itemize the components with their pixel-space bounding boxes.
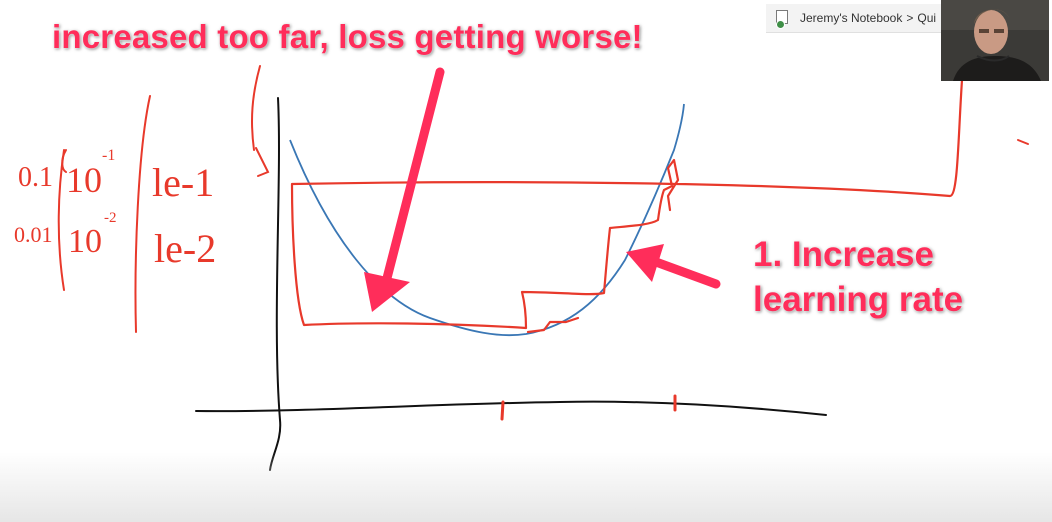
notation-0.01: 0.01 — [14, 222, 53, 247]
lr-search-path — [290, 78, 964, 334]
arrow-to-minimum-head — [364, 272, 410, 312]
notebook-icon — [776, 9, 792, 29]
handwritten-notation: 0.1 0.01 10 -1 10 -2 le-1 le-2 — [14, 147, 216, 271]
bottom-fade — [0, 452, 1052, 522]
x-axis — [195, 400, 827, 416]
presenter-image — [941, 0, 1049, 81]
notation-0.1: 0.1 — [18, 162, 53, 193]
breadcrumb-notebook[interactable]: Jeremy's Notebook — [800, 11, 903, 25]
notation-10-2: 10 — [68, 223, 102, 260]
callout-increase-lr-line2: learning rate — [753, 280, 964, 319]
handwritten-dividers — [57, 65, 1029, 333]
arrow-to-curve — [651, 257, 721, 289]
notation-exp-1: -1 — [102, 147, 115, 164]
onenote-title-bar[interactable]: Jeremy's Notebook > Qui — [766, 4, 942, 33]
breadcrumb: Jeremy's Notebook > Qui — [800, 11, 936, 25]
callout-arrows — [364, 67, 721, 312]
x-tick-1 — [500, 400, 505, 421]
webcam-feed — [941, 0, 1049, 81]
y-axis — [269, 97, 282, 471]
callout-loss-worse: increased too far, loss getting worse! — [52, 18, 643, 55]
notation-1e-2: le-2 — [154, 226, 216, 271]
breadcrumb-section[interactable]: Qui — [917, 11, 937, 25]
callout-increase-lr: 1. Increase learning rate — [753, 232, 963, 322]
axis-ticks — [500, 394, 677, 421]
plot-axes — [195, 97, 827, 471]
notation-1e-1: le-1 — [152, 160, 214, 205]
notation-10: 10 — [66, 160, 102, 200]
callout-increase-lr-line1: 1. Increase — [753, 235, 934, 274]
breadcrumb-separator: > — [906, 11, 914, 25]
arrow-to-minimum — [381, 67, 445, 287]
loss-curve — [289, 103, 685, 337]
arrow-to-curve-head — [626, 244, 664, 282]
notation-exp-2: -2 — [104, 210, 117, 226]
